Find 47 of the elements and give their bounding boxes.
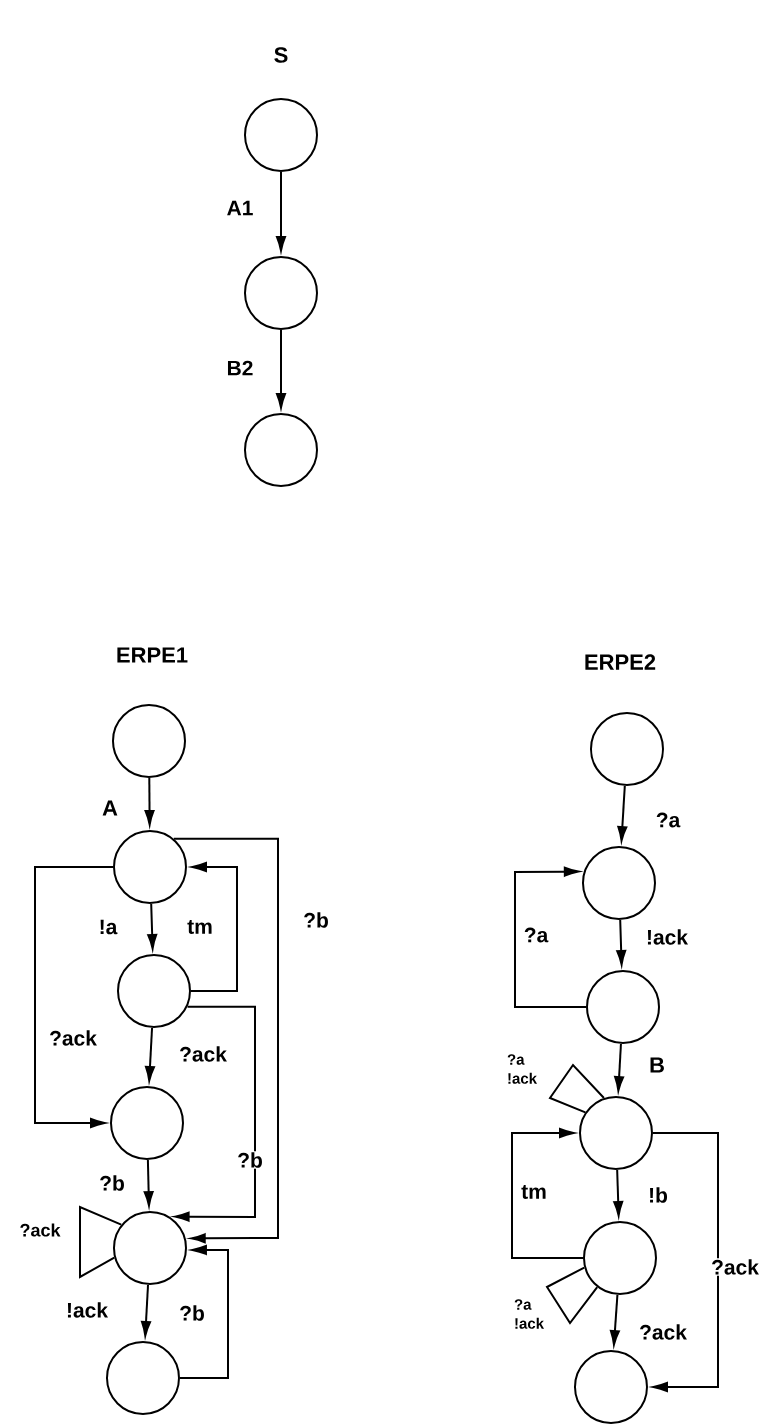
state-circle (579, 1096, 653, 1170)
self-loop (79, 1205, 123, 1279)
edge-label: ?a !ack (506, 1053, 546, 1085)
self-loop (545, 1266, 599, 1325)
state-circle (113, 830, 187, 904)
state-circle (574, 1350, 648, 1424)
diagram-heading: ERPE1 (117, 647, 188, 663)
state-circle (106, 1341, 180, 1415)
edge-label: !ack (65, 1301, 109, 1319)
state-circle (586, 970, 660, 1044)
self-loop (548, 1063, 605, 1114)
state-circle (244, 98, 318, 172)
state-circle (117, 954, 191, 1028)
state-circle (244, 413, 318, 487)
arrow (514, 866, 587, 1008)
edge-label: !ack (645, 928, 689, 946)
edge-label: tm (520, 1184, 548, 1200)
edge-label: ?a (654, 811, 682, 829)
edge-label: B2 (225, 359, 255, 377)
state-circle (583, 1221, 657, 1295)
state-circle (590, 712, 664, 786)
edge-label: ?b (178, 1304, 206, 1322)
state-circle (110, 1086, 184, 1160)
edge-label: ?ack (638, 1323, 688, 1341)
diagram-heading: S (274, 47, 288, 63)
state-circle (112, 704, 186, 778)
edge-label: ?ack (710, 1258, 760, 1276)
state-label: B (650, 1057, 664, 1073)
edge-label: tm (186, 919, 214, 935)
edge-label: ?b (302, 911, 330, 929)
arrow (179, 1244, 229, 1379)
state-circle (244, 256, 318, 330)
edge-label: ?ack (48, 1029, 98, 1047)
diagram-heading: ERPE2 (585, 654, 656, 670)
edge-label: ?a (522, 926, 550, 944)
edge-label: !b (647, 1186, 669, 1204)
state-circle (113, 1211, 187, 1285)
edge-label: !a (97, 918, 119, 936)
arrow (34, 866, 114, 1128)
arrow (511, 1128, 584, 1259)
edge-label: ?ack (18, 1222, 62, 1238)
arrow (190, 862, 238, 992)
edge-label: A1 (225, 199, 255, 217)
edge-label: ?b (98, 1174, 126, 1192)
state-label: A (102, 800, 118, 816)
edge-label: ?a !ack (513, 1298, 553, 1330)
state-circle (582, 846, 656, 920)
